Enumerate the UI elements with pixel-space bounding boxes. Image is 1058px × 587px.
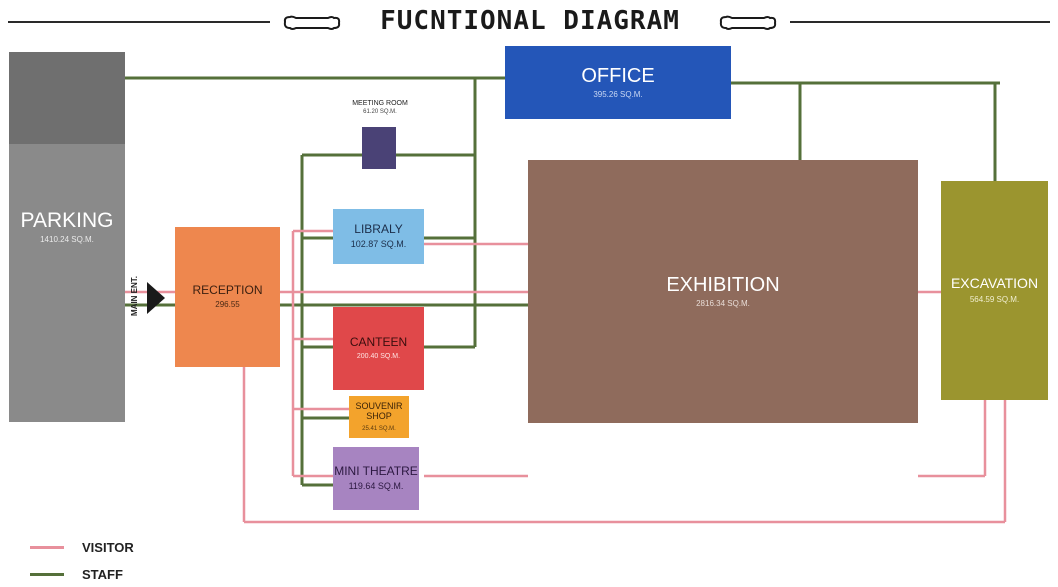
legend-label: STAFF bbox=[82, 567, 123, 582]
zone-area: 296.55 bbox=[215, 301, 239, 310]
zone-area: 61.20 SQ.M. bbox=[330, 109, 430, 115]
meeting-room-zone bbox=[362, 127, 396, 169]
main-entrance-label: MAIN ENT. bbox=[130, 276, 144, 316]
zone-area: 119.64 SQ.M. bbox=[349, 482, 404, 492]
zone-name: MEETING ROOM bbox=[330, 100, 430, 107]
canteen-zone: CANTEEN 200.40 SQ.M. bbox=[333, 307, 424, 390]
zone-area: 102.87 SQ.M. bbox=[351, 240, 407, 250]
parking-header bbox=[9, 52, 125, 144]
zone-area: 395.26 SQ.M. bbox=[593, 91, 642, 100]
reception-zone: RECEPTION 296.55 bbox=[175, 227, 280, 367]
legend-label: VISITOR bbox=[82, 540, 134, 555]
zone-name: RECEPTION bbox=[192, 284, 262, 297]
zone-name: SOUVENIR SHOP bbox=[349, 402, 409, 422]
zone-name: LIBRALY bbox=[354, 223, 402, 236]
souvenir-shop-zone: SOUVENIR SHOP 25.41 SQ.M. bbox=[349, 396, 409, 438]
zone-area: 25.41 SQ.M. bbox=[362, 426, 396, 433]
parking-zone: PARKING 1410.24 SQ.M. bbox=[9, 52, 125, 422]
zone-area: 1410.24 SQ.M. bbox=[21, 236, 114, 245]
zone-area: 2816.34 SQ.M. bbox=[696, 300, 750, 309]
zone-area: 200.40 SQ.M. bbox=[357, 353, 400, 361]
main-entrance-arrow-icon bbox=[147, 282, 165, 314]
zone-name: EXHIBITION bbox=[666, 274, 779, 296]
meeting-room-label: MEETING ROOM 61.20 SQ.M. bbox=[330, 100, 430, 115]
zone-name: OFFICE bbox=[581, 65, 654, 87]
zone-name: EXCAVATION bbox=[951, 276, 1038, 291]
mini-theatre-zone: MINI THEATRE 119.64 SQ.M. bbox=[333, 447, 419, 510]
excavation-zone: EXCAVATION 564.59 SQ.M. bbox=[941, 181, 1048, 400]
zone-name: PARKING bbox=[21, 209, 114, 232]
legend-item-staff: STAFF bbox=[30, 567, 123, 582]
exhibition-zone: EXHIBITION 2816.34 SQ.M. bbox=[528, 160, 918, 423]
office-zone: OFFICE 395.26 SQ.M. bbox=[505, 46, 731, 119]
staff-line-swatch bbox=[30, 573, 64, 576]
visitor-line-swatch bbox=[30, 546, 64, 549]
zone-name: MINI THEATRE bbox=[334, 465, 418, 478]
zone-area: 564.59 SQ.M. bbox=[970, 296, 1019, 305]
zone-name: CANTEEN bbox=[350, 336, 407, 349]
legend-item-visitor: VISITOR bbox=[30, 540, 134, 555]
library-zone: LIBRALY 102.87 SQ.M. bbox=[333, 209, 424, 264]
